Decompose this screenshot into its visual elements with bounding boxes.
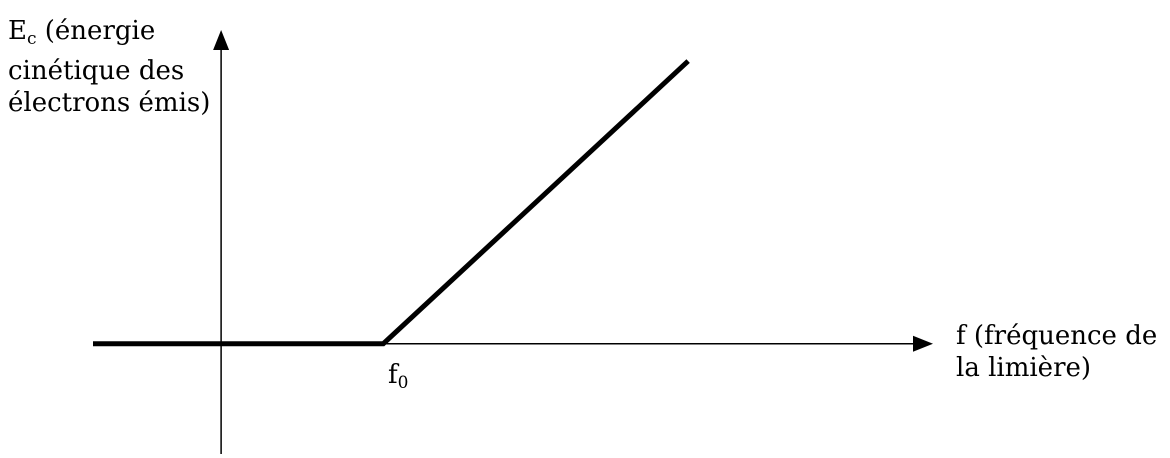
threshold-frequency-symbol: f — [388, 360, 398, 390]
axes — [213, 30, 933, 454]
y-axis-label-line-3: électrons émis) — [8, 88, 211, 118]
x-axis-label-line-1: f (fréquence de — [956, 321, 1158, 351]
y-axis-label-line-1: Ec (énergie — [8, 15, 210, 55]
x-axis-arrowhead — [913, 335, 933, 352]
threshold-frequency-label: f0 — [388, 359, 408, 399]
y-axis-label-text-1: (énergie — [36, 16, 156, 46]
y-axis-symbol: E — [8, 16, 27, 46]
x-axis-label: f (fréquence de la limière) — [956, 320, 1157, 384]
y-axis-label: Ec (énergie cinétique des électrons émis… — [8, 15, 210, 119]
series — [93, 59, 690, 347]
threshold-frequency-subscript: 0 — [397, 373, 409, 393]
kinetic-energy-line — [93, 59, 690, 347]
x-axis-label-line-2: la limière) — [956, 353, 1092, 383]
y-axis-label-line-2: cinétique des — [8, 56, 185, 86]
y-axis-arrowhead — [213, 30, 230, 50]
y-axis-symbol-subscript: c — [26, 29, 37, 49]
